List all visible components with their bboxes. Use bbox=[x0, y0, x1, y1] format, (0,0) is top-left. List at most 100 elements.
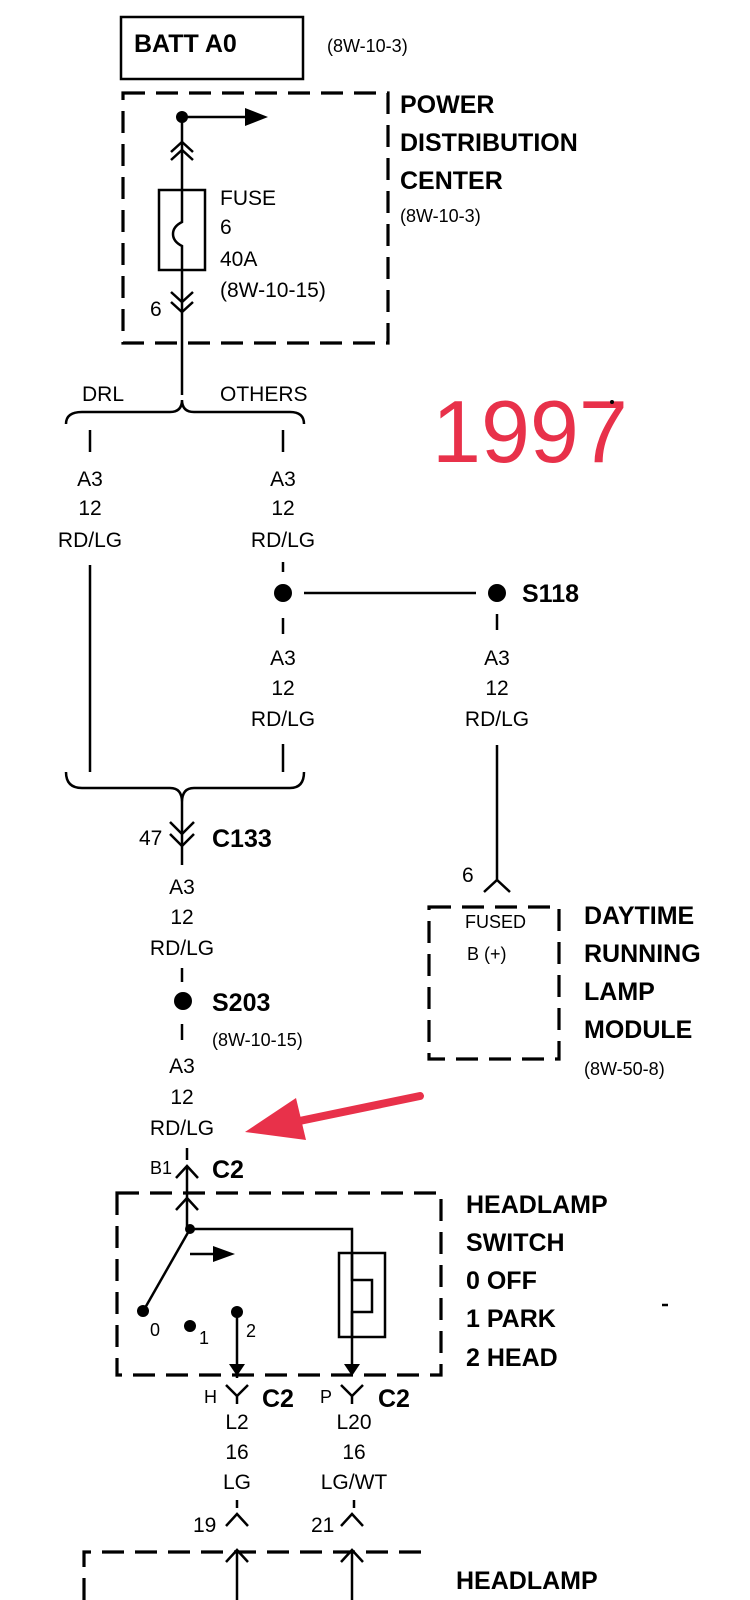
drl-wire-color: RD/LG bbox=[58, 529, 122, 552]
fuse-top-female-icon bbox=[170, 140, 194, 153]
pin-21: 21 bbox=[311, 1514, 334, 1537]
s203-wire-color: RD/LG bbox=[150, 1117, 214, 1140]
headlamp-switch-box bbox=[115, 1191, 443, 1377]
year-annotation: 1997 bbox=[432, 382, 628, 481]
battery-label: BATT A0 bbox=[134, 30, 237, 58]
bottom-headlamp-box bbox=[82, 1550, 429, 1600]
c133-name: C133 bbox=[212, 825, 272, 853]
fuse-bottom-male-icon bbox=[170, 301, 194, 314]
others-lower-color: RD/LG bbox=[251, 708, 315, 731]
switch-blade bbox=[143, 1228, 192, 1309]
fuse-rating: 40A bbox=[220, 248, 257, 271]
pdc-title-2: DISTRIBUTION bbox=[400, 129, 578, 157]
c2-pin-p: P bbox=[320, 1387, 332, 1407]
switch-head-arrow-icon bbox=[229, 1364, 245, 1376]
pdc-title-1: POWER bbox=[400, 91, 494, 119]
c133-wire-gauge: 12 bbox=[170, 906, 193, 929]
switch-title-1: HEADLAMP bbox=[466, 1191, 608, 1219]
fuse-bottom-female-icon bbox=[170, 291, 194, 304]
fuse-label: FUSE bbox=[220, 187, 276, 210]
s203-ref: (8W-10-15) bbox=[212, 1030, 303, 1050]
drl-wire-circuit: A3 bbox=[77, 468, 103, 491]
c133-female-icon bbox=[169, 821, 195, 836]
c2-name-h: C2 bbox=[262, 1385, 294, 1413]
s118-wire-color: RD/LG bbox=[465, 708, 529, 731]
left-out-gauge: 16 bbox=[225, 1441, 248, 1464]
switch-contact-2-label: 2 bbox=[246, 1321, 256, 1341]
annotation-arrow-icon bbox=[245, 1098, 306, 1140]
c2-pin-h: H bbox=[204, 1387, 217, 1407]
s118-wire-circuit: A3 bbox=[484, 647, 510, 670]
drl-pin: 6 bbox=[462, 864, 474, 887]
pin-19: 19 bbox=[193, 1514, 216, 1537]
pin-21-connector-icon bbox=[340, 1512, 364, 1527]
c133-pin: 47 bbox=[139, 827, 162, 850]
others-lower-circuit: A3 bbox=[270, 647, 296, 670]
pdc-box bbox=[121, 91, 390, 345]
others-splice-node bbox=[274, 584, 292, 602]
drl-title-4: MODULE bbox=[584, 1016, 692, 1044]
bus-arrow-icon bbox=[245, 108, 268, 126]
annotation-arrow-shaft bbox=[281, 1092, 424, 1128]
battery-ref: (8W-10-3) bbox=[327, 36, 408, 56]
drl-input-line1: FUSED bbox=[465, 912, 526, 932]
branch-brace bbox=[64, 399, 306, 425]
drl-wire-gauge: 12 bbox=[78, 497, 101, 520]
drl-ref: (8W-50-8) bbox=[584, 1059, 665, 1079]
s203-label: S203 bbox=[212, 989, 270, 1017]
fuse-top-male-icon bbox=[170, 148, 194, 161]
others-wire-circuit: A3 bbox=[270, 468, 296, 491]
drl-module-box bbox=[427, 905, 561, 1061]
pdc-ref: (8W-10-3) bbox=[400, 206, 481, 226]
pdc-title-3: CENTER bbox=[400, 167, 503, 195]
left-out-color: LG bbox=[223, 1471, 251, 1494]
s118-splice-node bbox=[488, 584, 506, 602]
battery-box bbox=[119, 15, 305, 81]
fuse-ref: (8W-10-15) bbox=[220, 279, 326, 302]
c2-h-connector-icon bbox=[225, 1384, 249, 1398]
switch-contact-0-label: 0 bbox=[150, 1320, 160, 1340]
switch-park-arrow-icon bbox=[344, 1364, 360, 1376]
fuse-cavity: 6 bbox=[150, 298, 162, 321]
drl-title-3: LAMP bbox=[584, 978, 655, 1006]
others-lower-gauge: 12 bbox=[271, 677, 294, 700]
bottom-headlamp-title: HEADLAMP bbox=[456, 1567, 598, 1595]
c2-pin-b1: B1 bbox=[150, 1158, 172, 1178]
pin-19-connector-icon bbox=[225, 1512, 249, 1527]
drl-input-line2: B (+) bbox=[467, 944, 507, 964]
branch-others: OTHERS bbox=[220, 383, 308, 406]
c133-male-icon bbox=[169, 833, 195, 848]
c2-name-p: C2 bbox=[378, 1385, 410, 1413]
merge-brace bbox=[64, 771, 306, 803]
s203-splice-node bbox=[174, 992, 192, 1010]
switch-pos-1: 1 PARK bbox=[466, 1305, 556, 1333]
s118-label: S118 bbox=[522, 580, 579, 608]
stray-dot bbox=[610, 400, 614, 404]
others-wire-color: RD/LG bbox=[251, 529, 315, 552]
switch-contact-0 bbox=[137, 1305, 149, 1317]
drl-title-2: RUNNING bbox=[584, 940, 701, 968]
fuse-element-icon bbox=[171, 190, 184, 270]
left-out-circuit: L2 bbox=[225, 1411, 248, 1434]
switch-pos-2: 2 HEAD bbox=[466, 1344, 558, 1372]
s203-wire-circuit: A3 bbox=[169, 1055, 195, 1078]
right-out-circuit: L20 bbox=[336, 1411, 371, 1434]
c2-p-connector-icon bbox=[340, 1384, 364, 1398]
branch-drl: DRL bbox=[82, 383, 124, 406]
switch-title-2: SWITCH bbox=[466, 1229, 565, 1257]
drl-pin-connector-icon bbox=[483, 878, 511, 893]
others-wire-gauge: 12 bbox=[271, 497, 294, 520]
right-out-color: LG/WT bbox=[321, 1471, 388, 1494]
s118-wire-gauge: 12 bbox=[485, 677, 508, 700]
right-out-gauge: 16 bbox=[342, 1441, 365, 1464]
c133-wire-color: RD/LG bbox=[150, 937, 214, 960]
circuit-breaker-body bbox=[337, 1251, 387, 1339]
switch-pos-0: 0 OFF bbox=[466, 1267, 537, 1295]
switch-contact-1-label: 1 bbox=[199, 1328, 209, 1348]
switch-motion-arrow-icon bbox=[213, 1246, 235, 1262]
switch-input-icon bbox=[175, 1196, 199, 1211]
circuit-breaker-element-icon bbox=[350, 1253, 374, 1337]
drl-title-1: DAYTIME bbox=[584, 902, 694, 930]
switch-contact-1 bbox=[184, 1320, 196, 1332]
